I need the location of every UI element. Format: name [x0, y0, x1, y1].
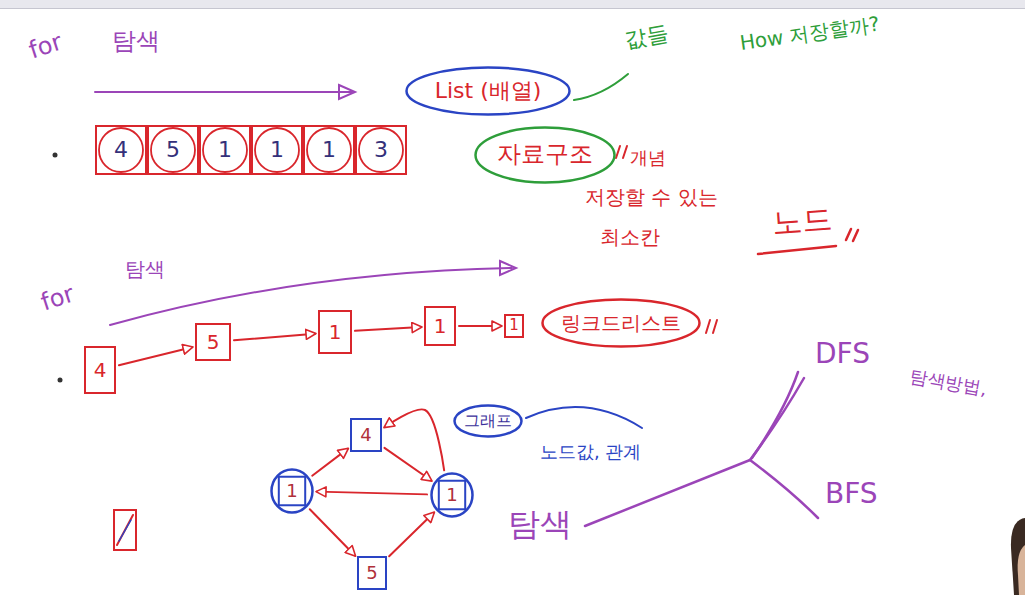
- term-ellipse: List (배열): [405, 66, 571, 116]
- arrow-connector: [317, 492, 427, 495]
- node-text: 자료구조: [497, 141, 593, 169]
- slashed-box: [114, 510, 136, 550]
- list-node: 1: [424, 306, 456, 346]
- graph-node: 4: [350, 418, 382, 452]
- handwritten-note: 값들: [623, 21, 671, 54]
- list-node: 4: [84, 346, 116, 394]
- node-text: 1: [434, 315, 447, 338]
- window-bar-edge: [0, 8, 1025, 9]
- presenter: [1011, 518, 1025, 595]
- node-text: 3: [374, 137, 388, 162]
- handwritten-note: 탐색: [112, 28, 160, 56]
- arrow-connector: [310, 509, 355, 555]
- window-bar: [0, 0, 1025, 8]
- node-text: 4: [114, 137, 128, 162]
- list-node: 5: [195, 323, 231, 361]
- handwritten-keyword: 탐색: [508, 506, 572, 543]
- pointer-stroke: [526, 407, 642, 428]
- graph-node: 1: [430, 472, 474, 518]
- handwritten-note: 탐색방법,: [908, 366, 988, 400]
- graph-node: 5: [357, 556, 387, 590]
- arrow-connector: [355, 327, 421, 331]
- arrow-connector: [119, 347, 192, 365]
- node-text: 링크드리스트: [561, 312, 681, 335]
- arrow-connector: [459, 325, 501, 327]
- term-ellipse: 자료구조: [474, 126, 616, 184]
- node-text: 그래프: [464, 412, 512, 430]
- node-text: 5: [207, 331, 220, 354]
- node-text: 4: [94, 359, 107, 382]
- node-text: 1: [329, 321, 342, 344]
- handwritten-note: 저장할 수 있는: [585, 186, 718, 209]
- handwritten-keyword: DFS: [815, 338, 870, 370]
- emphasis-marks: [616, 146, 627, 158]
- search-arrow: [95, 85, 355, 99]
- arrow-connector: [312, 449, 347, 476]
- node-text: 1: [218, 137, 232, 162]
- bullet-dot: [53, 153, 58, 158]
- handwritten-note: 최소칸: [600, 226, 660, 249]
- term-ellipse: 링크드리스트: [541, 298, 701, 348]
- array-cell: 1: [303, 125, 355, 175]
- arrow-connector: [389, 513, 434, 557]
- array-cell: 4: [95, 125, 147, 175]
- array-cell: 1: [251, 125, 303, 175]
- term-ellipse: 그래프: [453, 404, 523, 438]
- node-text: 1: [270, 137, 284, 162]
- handwritten-keyword: for: [26, 28, 66, 64]
- list-node: 1: [318, 310, 352, 354]
- handwritten-keyword: BFS: [825, 478, 878, 510]
- array-cell: 1: [199, 125, 251, 175]
- node-text: 4: [360, 425, 371, 446]
- graph-node: 1: [270, 468, 314, 514]
- handwritten-keyword: 노드: [771, 202, 833, 241]
- list-node: 1: [504, 314, 524, 338]
- node-text: 5: [366, 563, 377, 584]
- node-text: 1: [322, 137, 336, 162]
- emphasis-marks: [706, 320, 717, 333]
- node-text: 1: [509, 317, 519, 334]
- handwritten-note: How 저장할까?: [738, 13, 880, 55]
- arrow-connector: [385, 409, 444, 470]
- node-text: 1: [446, 485, 457, 506]
- array-cell: 3: [355, 125, 407, 175]
- handwritten-note: 노드값, 관계: [540, 442, 641, 463]
- bullet-dot: [58, 378, 63, 383]
- arrow-connector: [234, 334, 315, 341]
- node-text: 1: [286, 481, 297, 502]
- node-text: 5: [166, 137, 180, 162]
- handwritten-keyword: for: [38, 280, 78, 316]
- handwritten-note: 개념: [630, 148, 666, 169]
- array-cell: 5: [147, 125, 199, 175]
- pointer-stroke: [574, 74, 628, 100]
- handwritten-note: 탐색: [125, 258, 165, 281]
- arrow-connector: [384, 448, 431, 481]
- node-text: List (배열): [435, 78, 542, 103]
